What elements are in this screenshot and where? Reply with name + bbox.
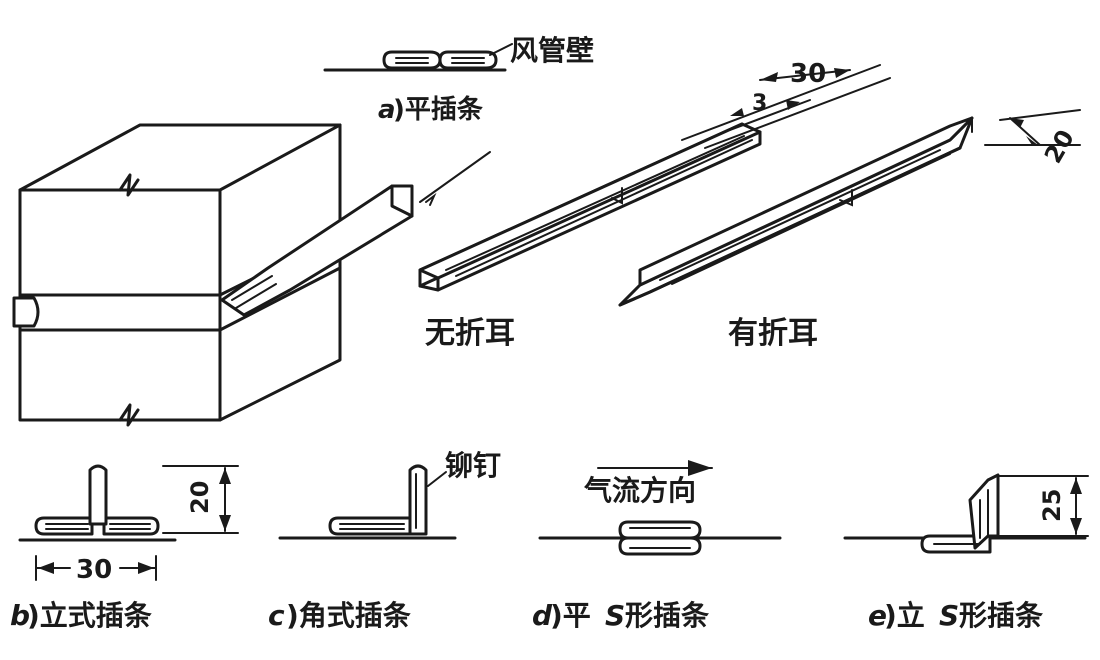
e-caption-2: 形插条 <box>959 599 1043 632</box>
strip-no-ear <box>418 122 762 292</box>
a-prefix: a <box>378 95 396 125</box>
d-caption-1: )平 <box>550 599 591 632</box>
duct-wall-label: 风管壁 <box>510 34 594 67</box>
e-caption-1: )立 <box>884 599 925 632</box>
a-caption: )平插条 <box>393 95 484 125</box>
b-prefix: b <box>10 599 30 632</box>
dim-30-top: 30 <box>790 59 826 89</box>
e-caption-s: S <box>939 599 959 632</box>
flat-insert-section: 风管壁 a )平插条 <box>323 34 594 125</box>
flat-s-insert-section: 气流方向 d )平 S 形插条 <box>532 460 782 632</box>
e-prefix: e <box>868 599 887 632</box>
c-prefix: c <box>268 599 285 632</box>
airflow-label: 气流方向 <box>583 474 696 507</box>
b-caption: )立式插条 <box>27 599 152 632</box>
c-caption: )角式插条 <box>286 599 411 632</box>
dim-25-e: 25 <box>1038 489 1066 522</box>
no-ear-label: 无折耳 <box>425 316 515 351</box>
dim-3: 3 <box>752 91 767 116</box>
rivet-label: 铆钉 <box>445 449 501 482</box>
dim-20-top: 20 <box>1039 125 1080 168</box>
strip-with-ear <box>618 116 974 307</box>
angle-insert-section: 铆钉 c )角式插条 <box>268 449 501 632</box>
vertical-s-insert-section: 25 e )立 S 形插条 <box>843 473 1089 632</box>
dim-30-b: 30 <box>76 555 112 585</box>
d-caption-s: S <box>605 599 625 632</box>
with-ear-label: 有折耳 <box>728 316 818 351</box>
duct-box <box>12 123 491 427</box>
d-caption-2: 形插条 <box>625 599 709 632</box>
dim-20-b: 20 <box>186 481 214 514</box>
d-prefix: d <box>532 599 553 632</box>
vertical-insert-section: 20 30 b )立式插条 <box>10 464 239 632</box>
